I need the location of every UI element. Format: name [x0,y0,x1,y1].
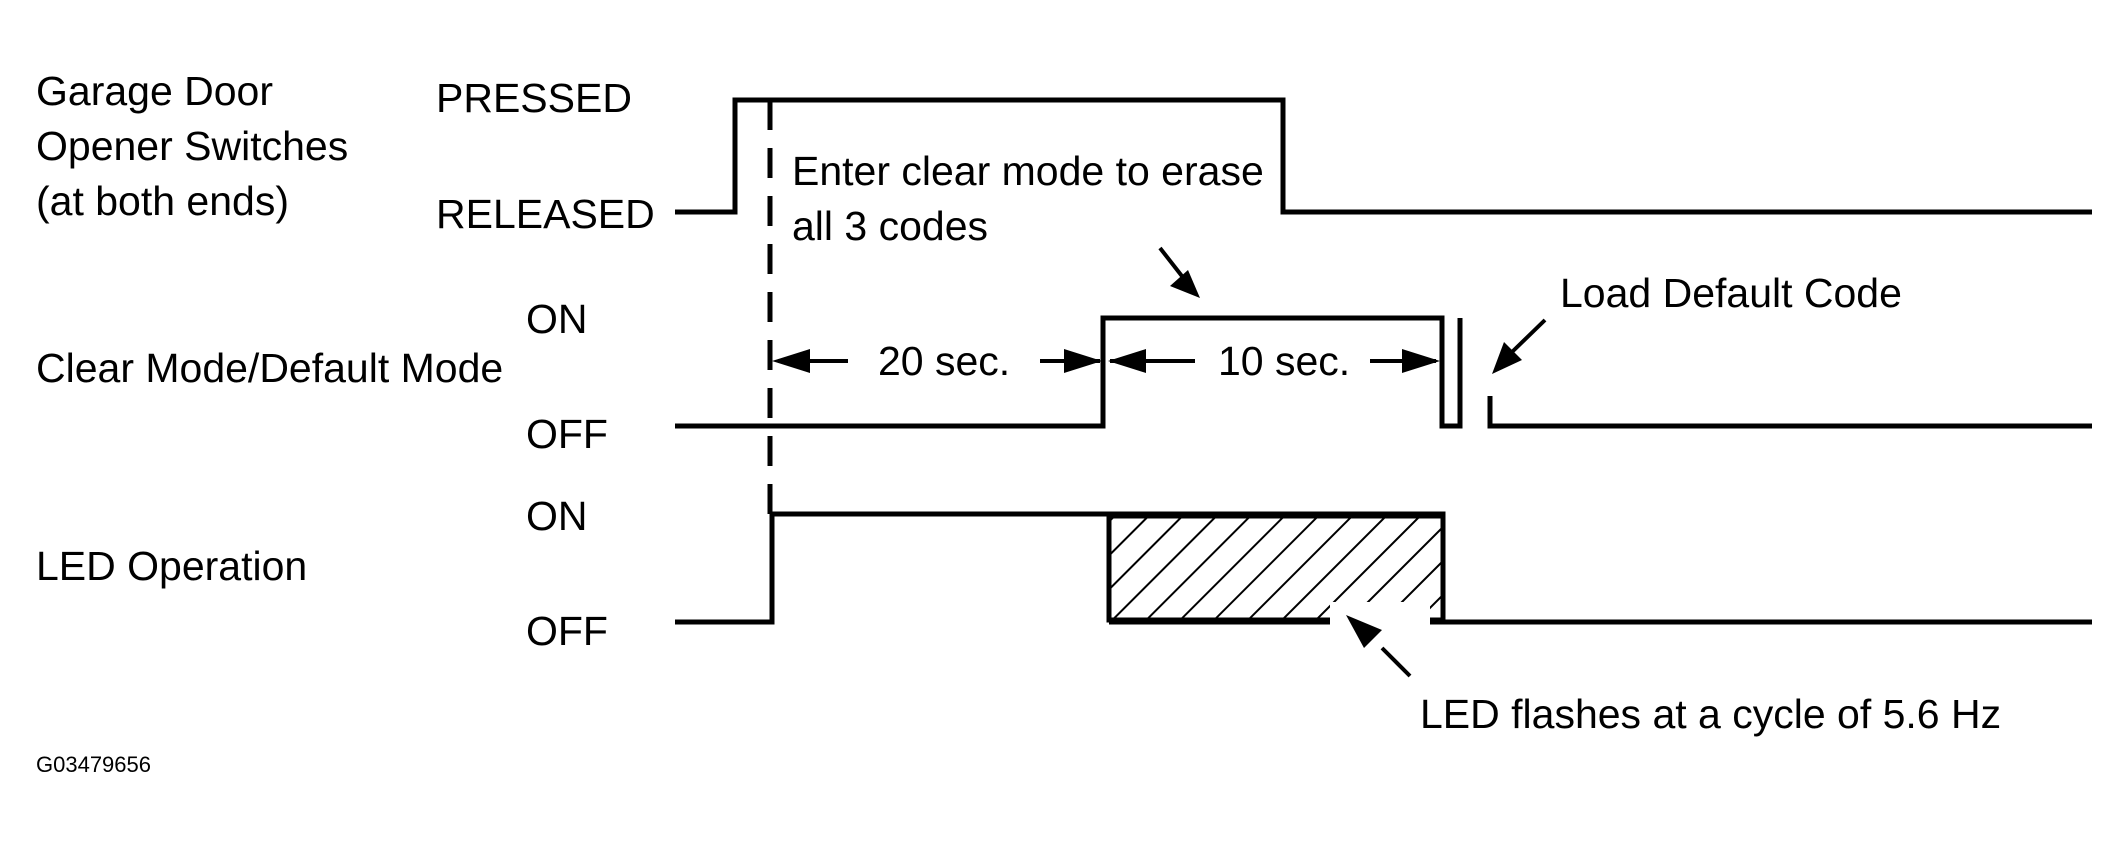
figure-id: G03479656 [36,752,151,777]
switch-label-line-2: Opener Switches [36,123,348,169]
mode-waveform-tail [1487,396,2092,429]
mode-state-on: ON [526,296,588,342]
mode-waveform [675,315,1463,429]
interval-2-arrow [1108,349,1440,373]
switch-waveform [675,97,2092,215]
flash-pointer-gap [1330,602,1430,626]
enter-clear-line-2: all 3 codes [792,203,988,249]
switch-signal-label: Garage Door Opener Switches (at both end… [36,68,348,224]
interval-1-label: 20 sec. [878,338,1010,384]
switch-state-released: RELEASED [436,191,655,237]
mode-signal-label: Clear Mode/Default Mode [36,345,503,391]
switch-label-line-1: Garage Door [36,68,273,114]
switch-state-pressed: PRESSED [436,75,632,121]
load-default-pointer [1492,318,1547,374]
enter-clear-pointer [1158,246,1200,298]
load-default-label: Load Default Code [1560,270,1902,316]
mode-state-off: OFF [526,411,608,457]
led-signal-label: LED Operation [36,543,307,589]
interval-1-arrow [772,349,1102,373]
interval-2-label: 10 sec. [1218,338,1350,384]
led-flash-pointer [1346,615,1412,678]
switch-label-line-3: (at both ends) [36,178,289,224]
led-state-off: OFF [526,608,608,654]
enter-clear-line-1: Enter clear mode to erase [792,148,1264,194]
led-flash-label: LED flashes at a cycle of 5.6 Hz [1420,691,2001,737]
led-state-on: ON [526,493,588,539]
